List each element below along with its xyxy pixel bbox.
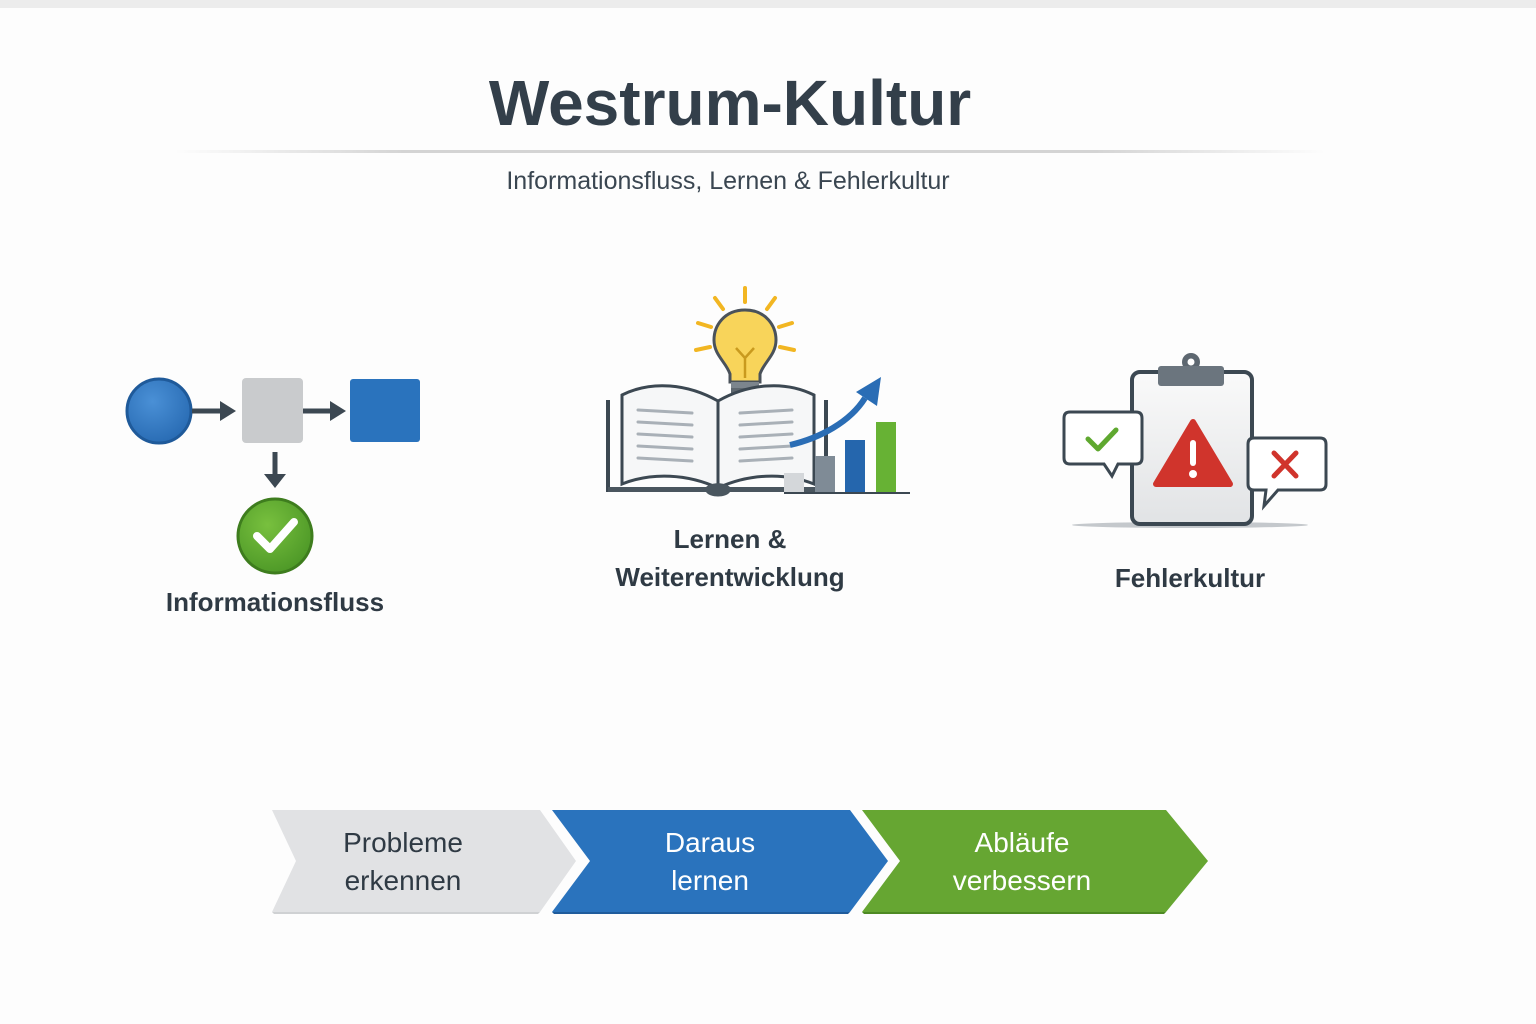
book-lightbulb-growth-icon [600,280,920,510]
page-subtitle: Informationsfluss, Lernen & Fehlerkultur [506,167,950,195]
page-title: Westrum-Kultur [488,67,972,139]
process-step-ablaeufe-verbessern: Abläufe verbessern [862,810,1212,914]
step-line1: Abläufe [974,827,1070,858]
process-step-probleme-erkennen: Probleme erkennen [270,810,582,914]
title-divider [175,150,1325,153]
pillar-label-line1: Lernen & [673,524,787,554]
step-line1: Daraus [664,827,756,858]
process-step-daraus-lernen: Daraus lernen [552,810,892,914]
clipboard-warning-icon [1060,350,1340,540]
step-line2: erkennen [344,865,462,896]
step-line1: Probleme [343,827,463,858]
pillar-label-lernen: Lernen & Weiterentwicklung [580,520,880,596]
pillar-label-fehlerkultur: Fehlerkultur [1114,563,1266,593]
top-bar [0,0,1536,8]
flow-diagram-icon [120,370,430,585]
step-line2: verbessern [952,865,1092,896]
pillar-label-informationsfluss: Informationsfluss [165,587,385,617]
step-line2: lernen [671,865,749,896]
pillar-label-line2: Weiterentwicklung [615,562,845,592]
